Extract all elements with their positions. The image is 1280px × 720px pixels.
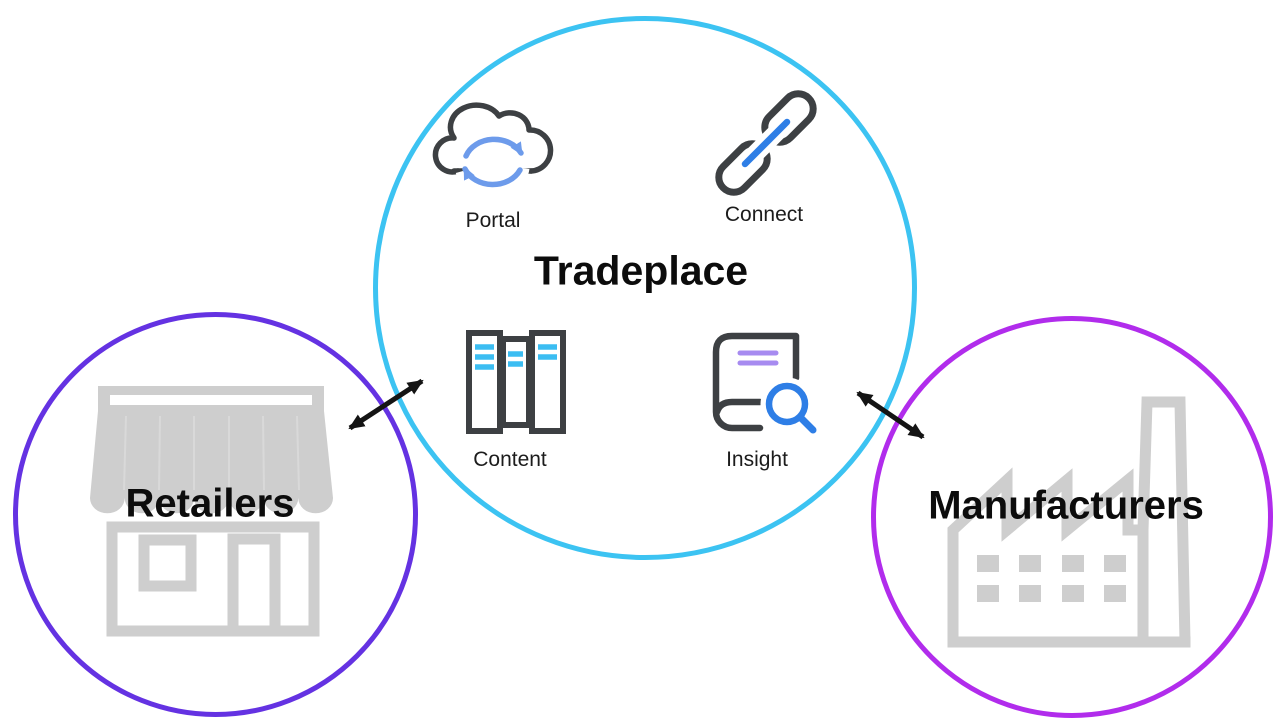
- retailers-title: Retailers: [125, 481, 295, 526]
- connect-label: Connect: [724, 203, 804, 226]
- retailers-tradeplace-arrow: [348, 378, 424, 431]
- tradeplace-manufacturers-arrow: [856, 390, 925, 440]
- manufacturers-circle: [871, 316, 1273, 718]
- insight-label: Insight: [726, 448, 788, 471]
- books-icon: [459, 326, 569, 438]
- manufacturers-title: Manufacturers: [928, 483, 1204, 528]
- cloud-sync-icon: [430, 97, 554, 199]
- book-search-icon: [704, 328, 822, 439]
- tradeplace-circle: [373, 16, 917, 560]
- tradeplace-title: Tradeplace: [533, 247, 749, 294]
- link-icon: [703, 85, 829, 203]
- portal-label: Portal: [465, 209, 521, 232]
- retailers-circle: [13, 312, 418, 717]
- content-label: Content: [473, 448, 547, 471]
